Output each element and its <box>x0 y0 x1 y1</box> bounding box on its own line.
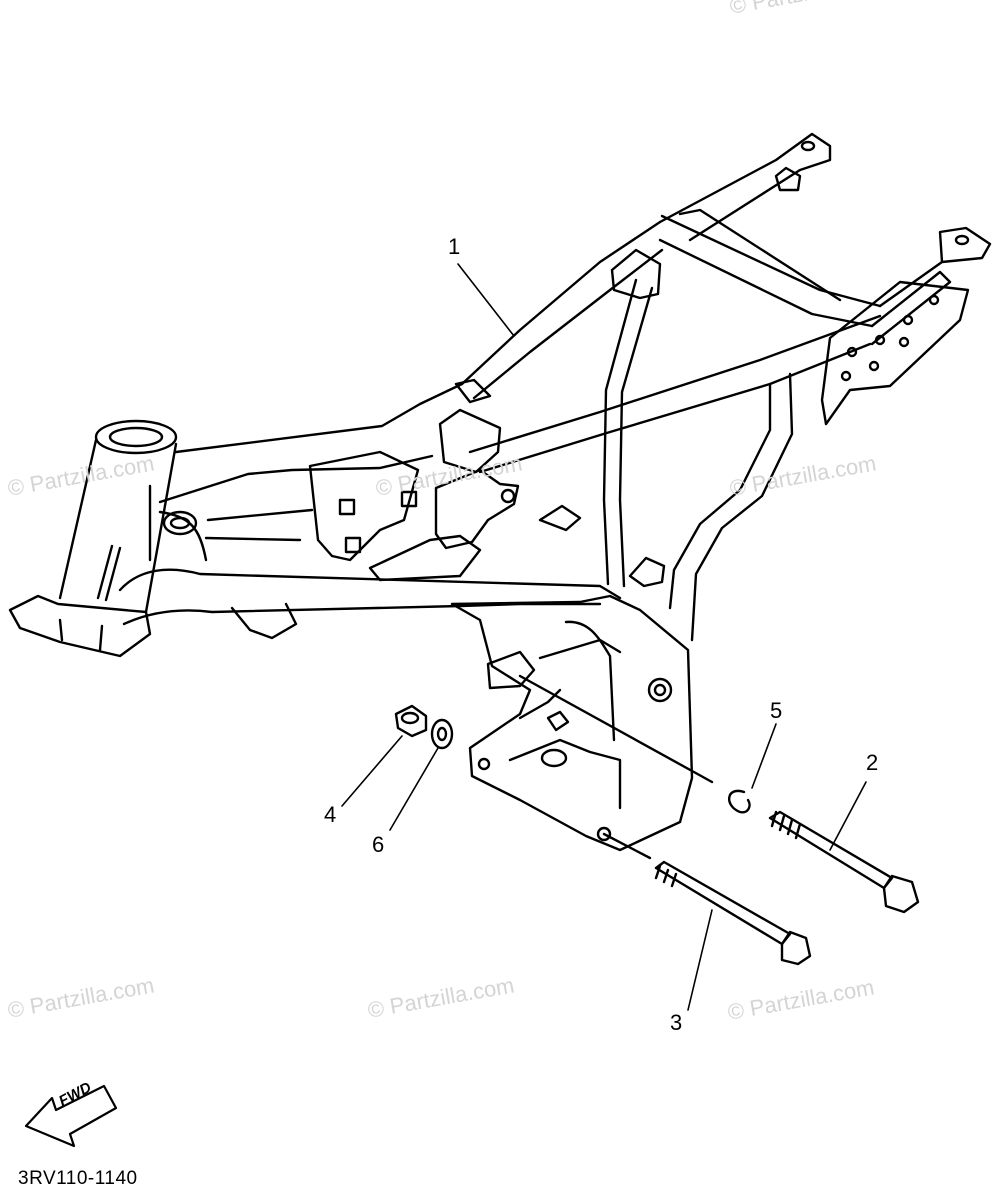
fwd-arrow-icon <box>24 1084 118 1148</box>
callout-6: 6 <box>372 832 385 857</box>
lower-rail <box>118 568 622 640</box>
callout-5: 5 <box>770 698 783 723</box>
backbone <box>460 132 882 400</box>
callout-2: 2 <box>866 750 879 775</box>
pivot-axis-lines <box>486 650 714 860</box>
callout-leaders <box>341 263 867 1011</box>
main-spars <box>148 382 464 562</box>
washer-part-6 <box>430 718 454 750</box>
pivot-plate <box>450 594 694 852</box>
frame-brackets <box>308 166 802 588</box>
nut-part-4 <box>394 704 428 738</box>
bolt-part-3 <box>654 860 812 966</box>
seat-post <box>602 278 794 642</box>
diagram-code: 3RV110-1140 <box>18 1168 138 1189</box>
rear-subframe <box>468 226 992 474</box>
callout-4: 4 <box>324 802 337 827</box>
head-pipe <box>8 419 178 658</box>
callout-1: 1 <box>448 234 461 259</box>
circlip-part-5 <box>728 789 751 814</box>
bolt-part-2 <box>768 810 920 914</box>
callout-3: 3 <box>670 1010 683 1035</box>
